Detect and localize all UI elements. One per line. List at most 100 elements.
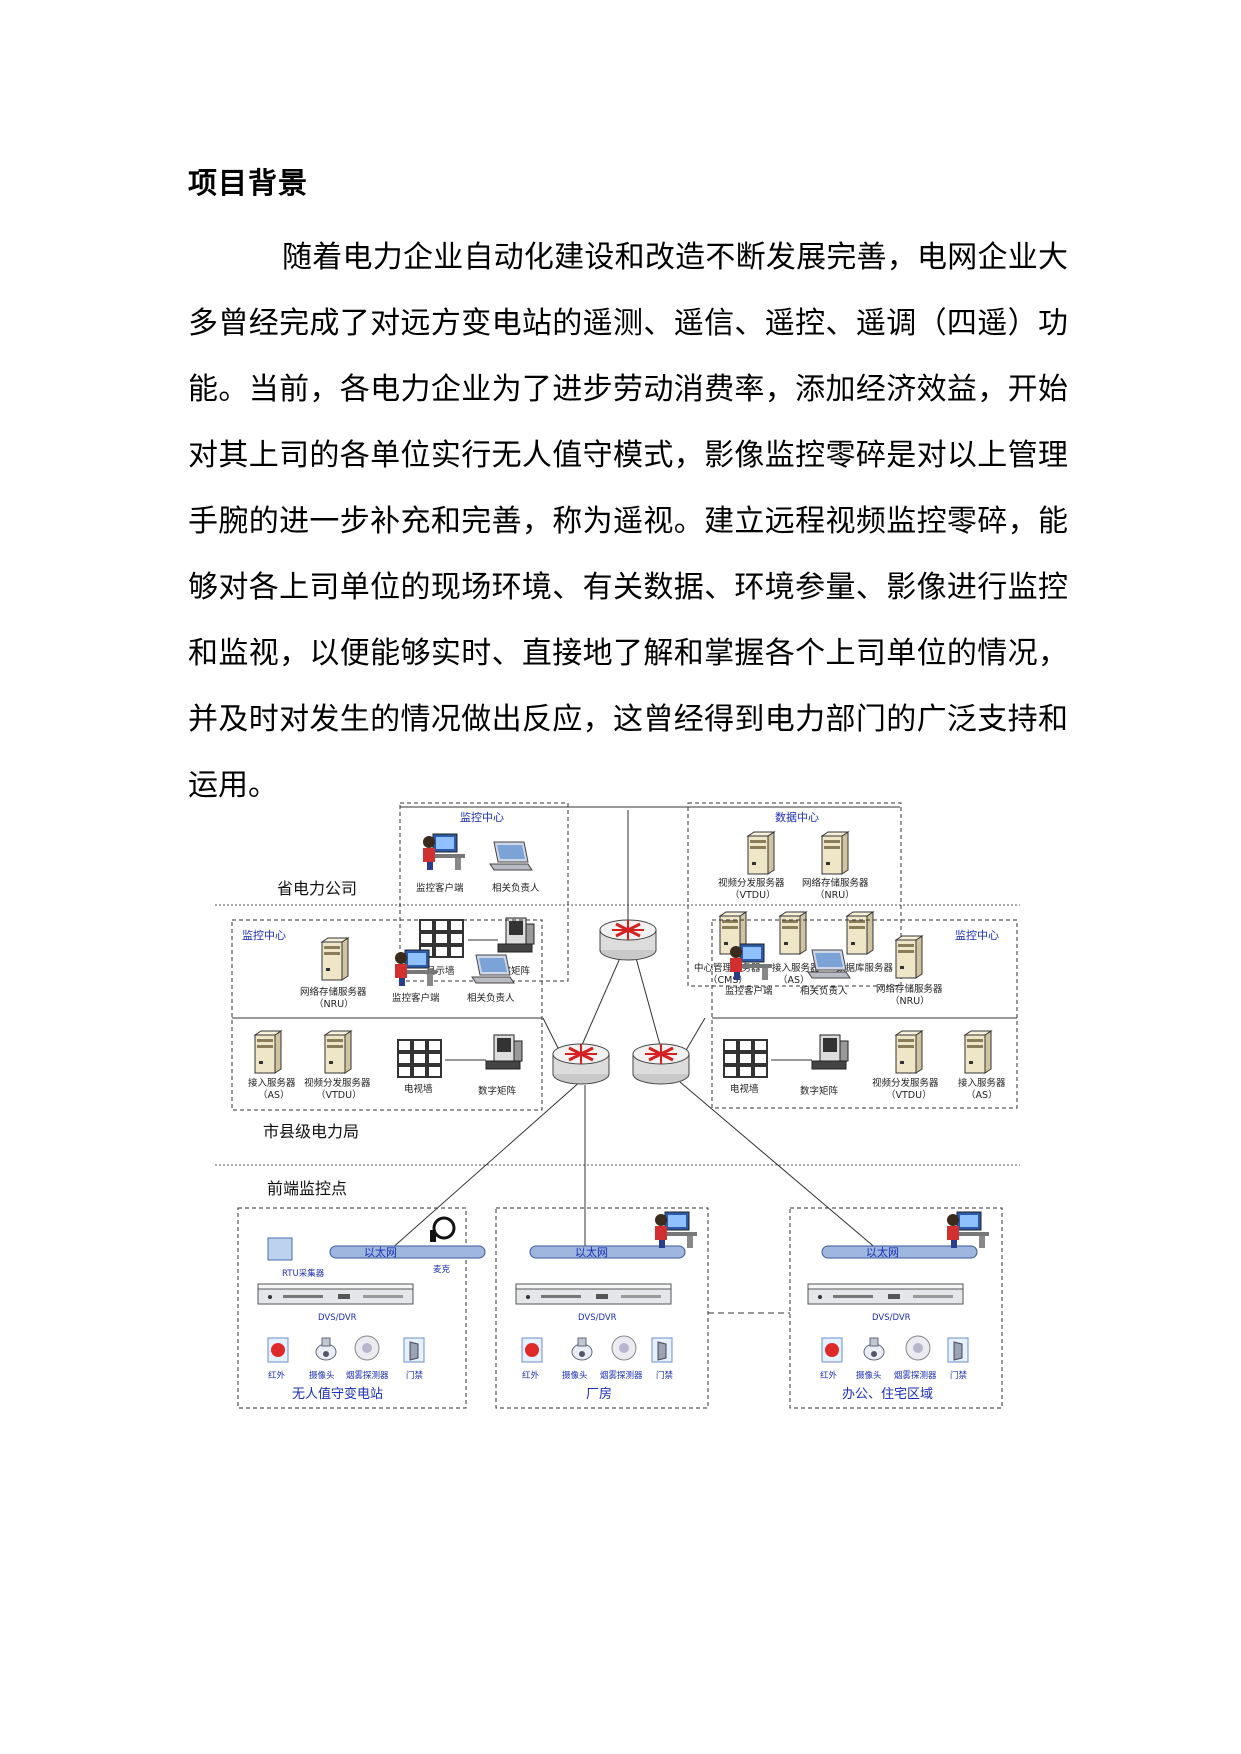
ethernet-bus: [329, 1245, 486, 1259]
router-icon: [551, 1042, 611, 1086]
label-vtdu: 视频分发服务器: [872, 1077, 939, 1089]
smoke-detector-icon: [354, 1335, 380, 1361]
label-dvs: DVS/DVR: [872, 1313, 911, 1323]
label-infrared: 红外: [522, 1370, 540, 1381]
smoke-detector-icon: [905, 1335, 931, 1361]
label-nru: 网络存储服务器: [300, 986, 367, 998]
label-tv: 电视墙: [730, 1083, 759, 1095]
label-matrix: 数字矩阵: [478, 1085, 517, 1097]
router-icon: [631, 1042, 691, 1086]
label-door: 门禁: [406, 1370, 424, 1381]
server-icon: [964, 1030, 992, 1074]
server-icon: [846, 911, 874, 955]
router-icon: [598, 918, 658, 962]
tv-wall-icon: [723, 1039, 768, 1078]
label-nru-abbr: （NRU）: [890, 995, 930, 1007]
server-icon: [895, 935, 923, 979]
camera-icon: [315, 1337, 337, 1361]
label-nru-abbr: （NRU）: [314, 998, 354, 1010]
laptop-icon: [807, 949, 851, 979]
label-responsible: 相关负责人: [467, 992, 515, 1004]
label-responsible: 相关负责人: [492, 882, 540, 894]
dvr-device: [515, 1283, 672, 1305]
data-center-title: 数据中心: [775, 810, 819, 824]
label-smoke: 烟雾探测器: [894, 1370, 937, 1381]
site-substation: 以太网 RTU采集器 麦克 DVS/DVR 红外 摄像头 烟雾探测器 门禁 无人…: [237, 1207, 486, 1409]
workstation-icon: [946, 1211, 990, 1249]
label-client: 监控客户端: [392, 992, 440, 1004]
label-ethernet: 以太网: [866, 1246, 899, 1259]
door-access-icon: [947, 1337, 969, 1363]
camera-icon: [863, 1337, 885, 1361]
label-nru: 网络存储服务器: [802, 877, 869, 889]
server-icon: [747, 831, 775, 875]
city-right-monitor-center: 监控中心 监控客户端 相关负责人 网络存储服务器 （NRU） 电视墙 数字矩阵 …: [711, 919, 1018, 1109]
label-vtdu-abbr: （VTDU）: [730, 889, 776, 901]
rtu-icon: [267, 1237, 293, 1261]
label-client: 监控客户端: [416, 882, 464, 894]
tv-wall-icon: [397, 1039, 442, 1078]
label-mic: 麦克: [433, 1264, 451, 1275]
smoke-detector-icon: [611, 1335, 637, 1361]
matrix-icon: [497, 917, 535, 953]
label-as: 接入服务器: [248, 1077, 296, 1089]
laptop-icon: [471, 954, 515, 984]
workstation-icon: [422, 833, 466, 871]
label-db: 数据库服务器: [836, 962, 894, 974]
label-camera: 摄像头: [562, 1370, 588, 1381]
label-rtu: RTU采集器: [282, 1268, 325, 1279]
label-door: 门禁: [950, 1370, 968, 1381]
label-smoke: 烟雾探测器: [346, 1370, 389, 1381]
dvr-device: [807, 1283, 964, 1305]
label-infrared: 红外: [820, 1370, 838, 1381]
label-vtdu-abbr: （VTDU）: [316, 1089, 362, 1101]
infrared-icon: [821, 1337, 843, 1363]
label-as-abbr: （AS）: [258, 1089, 290, 1101]
infrared-icon: [521, 1337, 543, 1363]
label-tv: 电视墙: [404, 1083, 433, 1095]
label-nru: 网络存储服务器: [876, 983, 943, 995]
label-dvs: DVS/DVR: [318, 1313, 357, 1323]
label-nru-abbr: （NRU）: [815, 889, 855, 901]
label-ethernet: 以太网: [575, 1246, 608, 1259]
label-matrix: 数字矩阵: [800, 1085, 839, 1097]
city-left-monitor-center: 监控中心 网络存储服务器 （NRU） 监控客户端 相关负责人 接入服务器 （AS…: [231, 919, 543, 1111]
microphone-icon: [432, 1216, 456, 1240]
body-paragraph: 随着电力企业自动化建设和改造不断发展完善，电网企业大多曾经完成了对远方变电站的遥…: [188, 240, 1068, 803]
dvr-device: [257, 1283, 414, 1305]
label-dvs: DVS/DVR: [578, 1313, 617, 1323]
server-icon: [895, 1030, 923, 1074]
label-as: 接入服务器: [772, 962, 820, 974]
server-icon: [821, 831, 849, 875]
province-monitor-title: 监控中心: [460, 810, 504, 824]
network-links: [389, 810, 879, 1251]
label-client: 监控客户端: [725, 985, 773, 997]
city-right-title: 监控中心: [955, 928, 999, 942]
label-camera: 摄像头: [309, 1370, 335, 1381]
label-as-abbr: （AS）: [778, 974, 810, 986]
site-title: 厂房: [586, 1386, 612, 1402]
label-as-abbr: （AS）: [966, 1089, 998, 1101]
section-heading: 项目背景: [188, 166, 309, 200]
label-vtdu: 视频分发服务器: [304, 1077, 371, 1089]
label-smoke: 烟雾探测器: [600, 1370, 643, 1381]
server-icon: [321, 937, 349, 981]
workstation-icon: [654, 1211, 698, 1249]
server-icon: [254, 1030, 282, 1074]
label-vtdu-abbr: （VTDU）: [886, 1089, 932, 1101]
camera-icon: [571, 1337, 593, 1361]
label-camera: 摄像头: [856, 1370, 882, 1381]
zone-label-province: 省电力公司: [277, 879, 357, 898]
door-access-icon: [403, 1337, 425, 1363]
label-cms-abbr: （CMS）: [708, 974, 748, 986]
network-architecture-diagram: 省电力公司 市县级电力局 前端监控点 监控中心 监控客户端 相关负责人 显示墙 …: [215, 802, 1020, 1409]
site-title: 办公、住宅区域: [842, 1387, 933, 1402]
label-as: 接入服务器: [958, 1077, 1006, 1089]
matrix-icon: [811, 1034, 849, 1070]
label-infrared: 红外: [268, 1370, 286, 1381]
site-office: 以太网 DVS/DVR 红外 摄像头 烟雾探测器 门禁 办公、住宅区域: [789, 1207, 1003, 1409]
zone-label-city: 市县级电力局: [263, 1122, 359, 1141]
site-factory: 以太网 DVS/DVR 红外 摄像头 烟雾探测器 门禁 厂房: [495, 1207, 709, 1409]
server-icon: [324, 1030, 352, 1074]
city-left-title: 监控中心: [242, 928, 286, 942]
